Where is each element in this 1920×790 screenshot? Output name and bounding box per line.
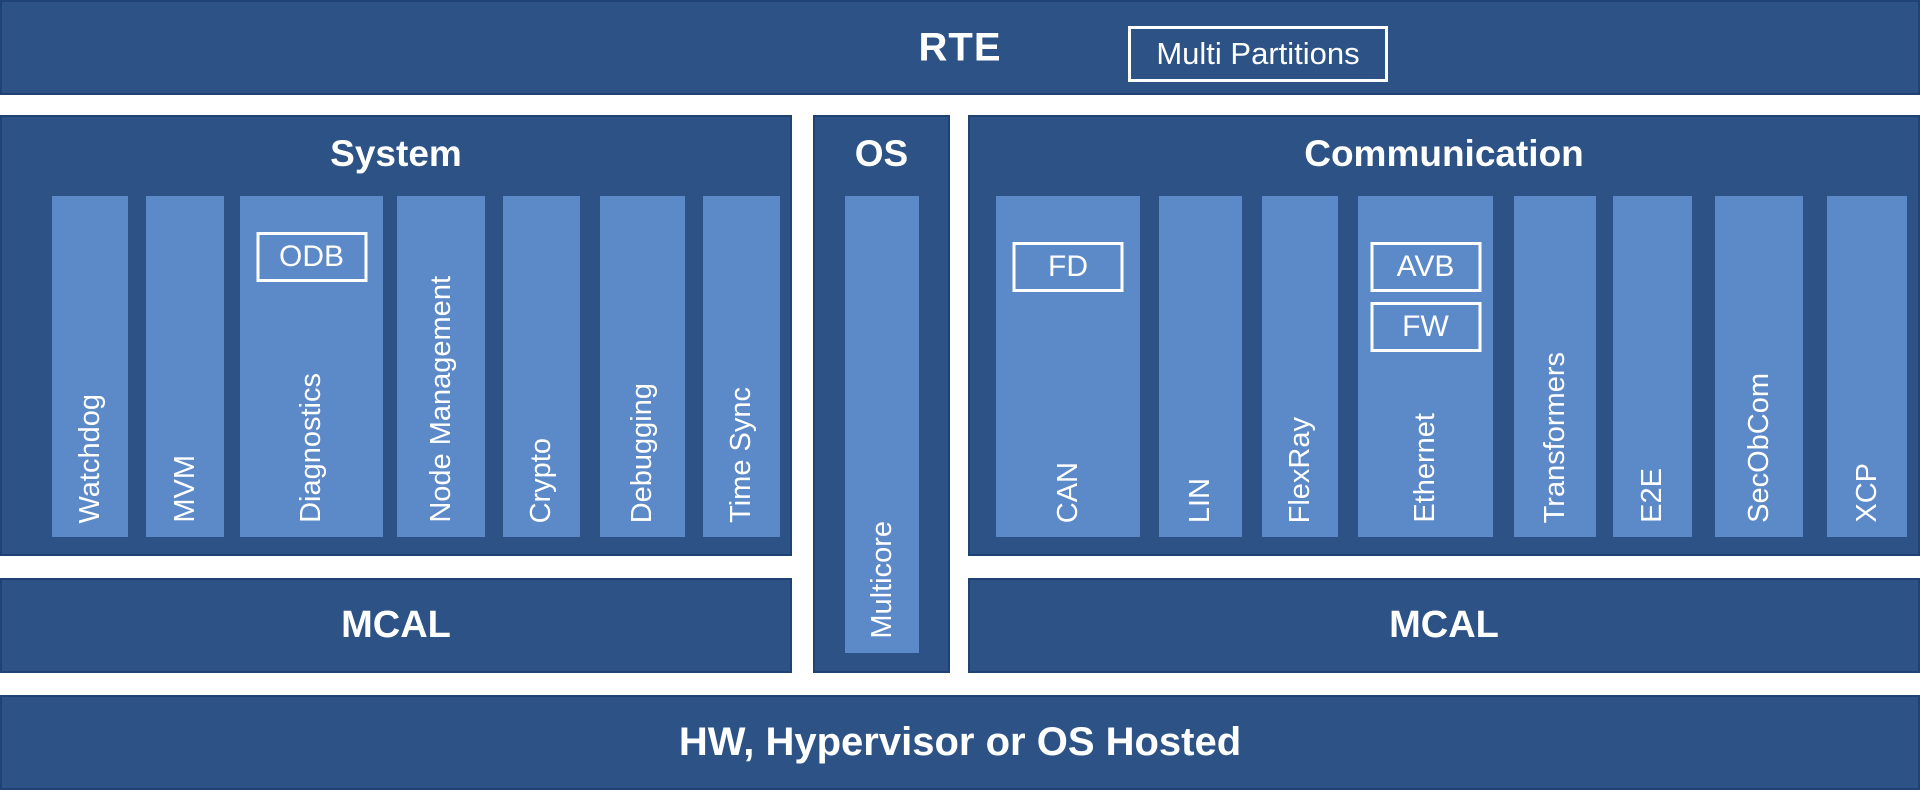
module-mvm: MVM	[146, 196, 224, 537]
system-section-title: System	[330, 133, 462, 174]
module-multicore-label: Multicore	[865, 521, 898, 639]
mcal-system-label: MCAL	[341, 604, 451, 646]
badge-odb: ODB	[256, 232, 367, 282]
module-diagnostics-label: Diagnostics	[295, 373, 327, 523]
module-crypto-label: Crypto	[525, 437, 557, 523]
module-can-badges: FD	[1012, 242, 1124, 292]
module-mvm-label: MVM	[168, 455, 201, 523]
hw-hypervisor-label: HW, Hypervisor or OS Hosted	[678, 720, 1242, 764]
module-flexray: FlexRay	[1262, 196, 1338, 537]
multi-partitions-badge: Multi Partitions	[1128, 26, 1388, 82]
os-section-title: OS	[854, 133, 909, 174]
module-debugging-label: Debugging	[626, 382, 658, 523]
module-ethernet-badges: AVB FW	[1370, 242, 1481, 352]
module-ethernet-label: Ethernet	[1409, 413, 1441, 523]
module-can-label: CAN	[1051, 461, 1084, 523]
os-section: OS Multicore	[813, 115, 950, 673]
rte-layer-title: RTE	[918, 25, 1002, 69]
communication-section-title: Communication	[1304, 133, 1584, 174]
module-xcp: XCP	[1827, 196, 1907, 537]
module-time-sync: Time Sync	[703, 196, 780, 537]
multi-partitions-label: Multi Partitions	[1156, 36, 1360, 71]
module-secobcom: SecObCom	[1715, 196, 1803, 537]
module-flexray-label: FlexRay	[1283, 416, 1316, 523]
module-watchdog-label: Watchdog	[73, 393, 106, 524]
hw-hypervisor-bar: HW, Hypervisor or OS Hosted	[0, 695, 1920, 790]
badge-fw: FW	[1370, 302, 1481, 352]
badge-avb: AVB	[1370, 242, 1481, 292]
module-diagnostics: ODB Diagnostics	[240, 196, 383, 537]
communication-modules: FD CAN LIN FlexRay AVB FW Ethernet Transformers…	[968, 196, 1920, 537]
badge-fd: FD	[1012, 242, 1124, 292]
module-crypto: Crypto	[503, 196, 580, 537]
module-transformers: Transformers	[1514, 196, 1596, 537]
module-watchdog: Watchdog	[52, 196, 128, 537]
module-e2e: E2E	[1613, 196, 1692, 537]
module-secobcom-label: SecObCom	[1742, 373, 1775, 523]
system-section: System Watchdog MVM ODB Diagnostics Node Man…	[0, 115, 792, 556]
mcal-bar-system: MCAL	[0, 578, 792, 673]
module-transformers-label: Transformers	[1538, 351, 1571, 523]
module-ethernet: AVB FW Ethernet	[1358, 196, 1493, 537]
rte-layer-bar: RTE Multi Partitions	[0, 0, 1920, 95]
module-debugging: Debugging	[600, 196, 685, 537]
module-lin: LIN	[1159, 196, 1242, 537]
communication-section: Communication FD CAN LIN FlexRay AVB FW Ethern…	[968, 115, 1920, 556]
mcal-communication-label: MCAL	[1389, 604, 1499, 646]
module-multicore: Multicore	[845, 196, 919, 653]
module-lin-label: LIN	[1184, 477, 1216, 523]
module-node-management-label: Node Management	[424, 276, 457, 523]
module-diagnostics-badges: ODB	[256, 232, 367, 282]
module-e2e-label: E2E	[1636, 468, 1668, 523]
mcal-bar-communication: MCAL	[968, 578, 1920, 673]
module-can: FD CAN	[996, 196, 1140, 537]
module-xcp-label: XCP	[1850, 463, 1883, 523]
module-node-management: Node Management	[397, 196, 485, 537]
module-time-sync-label: Time Sync	[725, 387, 757, 523]
